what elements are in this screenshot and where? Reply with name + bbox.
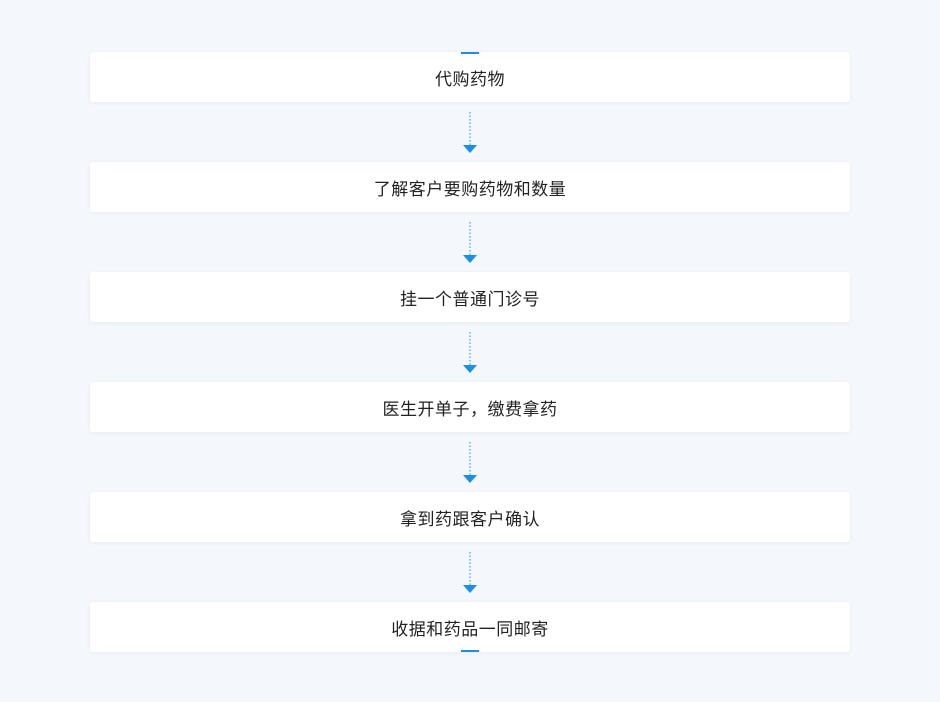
dotted-down-arrow-icon xyxy=(463,332,477,373)
step-label: 挂一个普通门诊号 xyxy=(400,289,540,310)
arrow-connector xyxy=(90,542,850,602)
connector-arrowhead xyxy=(463,145,477,153)
step-card-6: 收据和药品一同邮寄 xyxy=(90,602,850,652)
step-label: 代购药物 xyxy=(435,69,505,90)
connector-arrowhead xyxy=(463,475,477,483)
bottom-accent-cap xyxy=(461,650,479,652)
step-card-3: 挂一个普通门诊号 xyxy=(90,272,850,322)
step-card-5: 拿到药跟客户确认 xyxy=(90,492,850,542)
dotted-down-arrow-icon xyxy=(463,442,477,483)
dotted-down-arrow-icon xyxy=(463,222,477,263)
dotted-down-arrow-icon xyxy=(463,552,477,593)
step-label: 拿到药跟客户确认 xyxy=(400,509,540,530)
arrow-connector xyxy=(90,212,850,272)
step-label: 了解客户要购药物和数量 xyxy=(373,179,567,200)
arrow-connector xyxy=(90,102,850,162)
connector-arrowhead xyxy=(463,585,477,593)
step-card-4: 医生开单子，缴费拿药 xyxy=(90,382,850,432)
step-label: 医生开单子，缴费拿药 xyxy=(382,399,558,420)
step-card-2: 了解客户要购药物和数量 xyxy=(90,162,850,212)
arrow-connector xyxy=(90,432,850,492)
connector-arrowhead xyxy=(463,365,477,373)
step-card-1: 代购药物 xyxy=(90,52,850,102)
connector-arrowhead xyxy=(463,255,477,263)
process-flow: 代购药物 了解客户要购药物和数量 挂一个普通门诊号 医生开单子，缴费拿药 拿到药… xyxy=(90,52,850,652)
step-label: 收据和药品一同邮寄 xyxy=(391,619,549,640)
arrow-connector xyxy=(90,322,850,382)
top-accent-cap xyxy=(461,52,479,54)
dotted-down-arrow-icon xyxy=(463,112,477,153)
